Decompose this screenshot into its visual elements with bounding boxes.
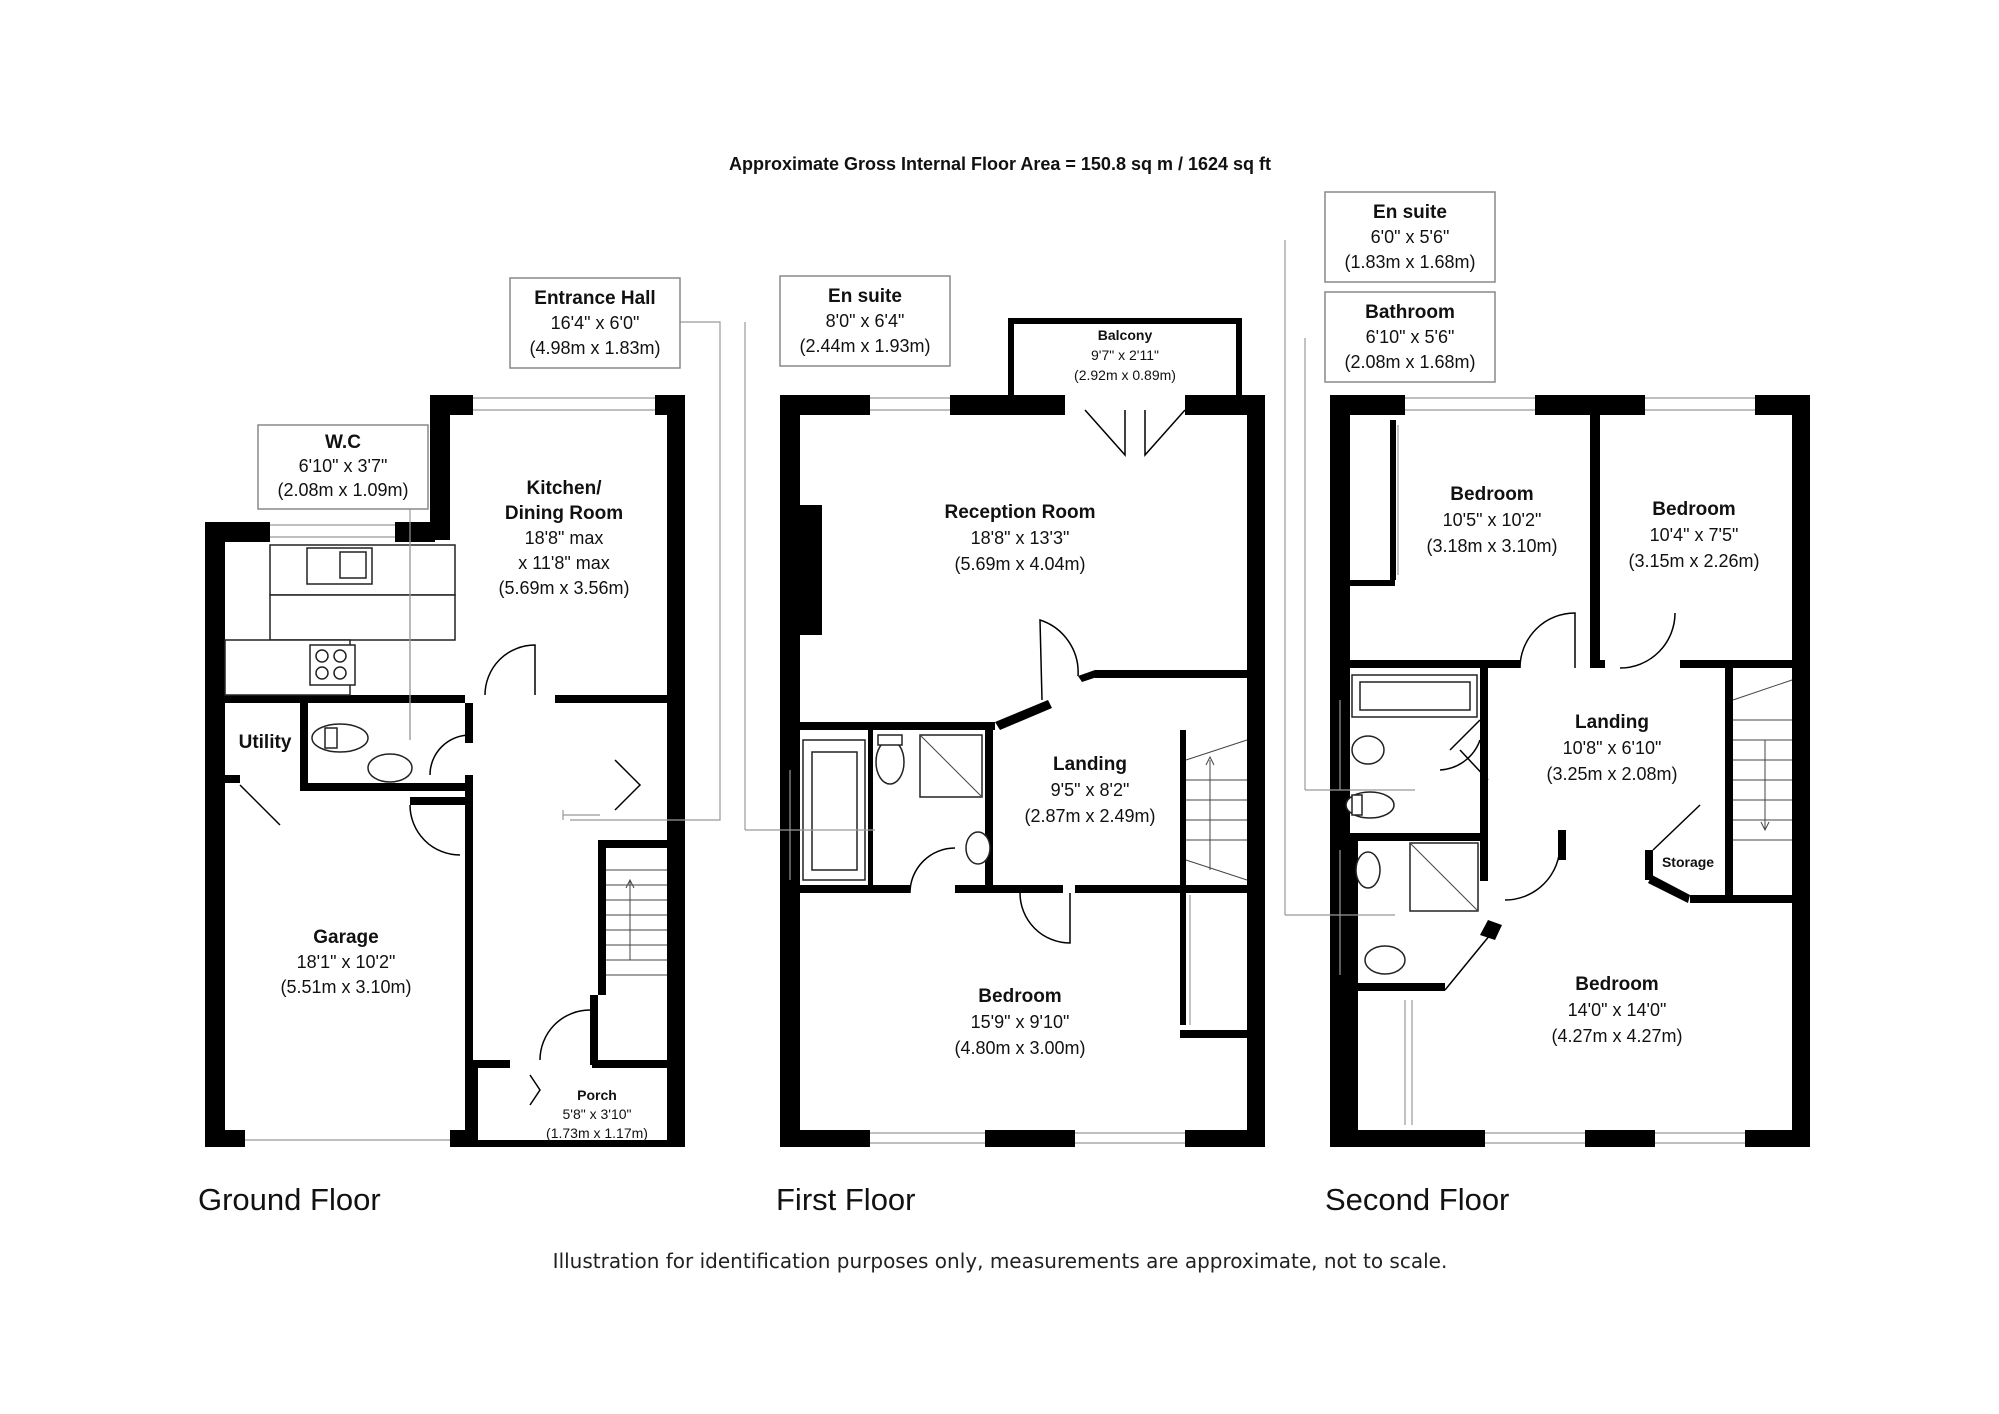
kitchen-metric: (5.69m x 3.56m) — [498, 578, 629, 598]
bedroom-2b-name: Bedroom — [1652, 499, 1735, 520]
ground-floor-title: Ground Floor — [198, 1182, 381, 1217]
bedroom-first-imperial: 15'9" x 9'10" — [971, 1012, 1070, 1032]
bedroom-2c-metric: (4.27m x 4.27m) — [1551, 1026, 1682, 1046]
ensuite-second-metric: (1.83m x 1.68m) — [1344, 252, 1475, 272]
balcony-metric: (2.92m x 0.89m) — [1074, 367, 1176, 383]
bedroom-2c-name: Bedroom — [1575, 974, 1658, 995]
porch-imperial: 5'8" x 3'10" — [563, 1106, 632, 1122]
bedroom-2b-metric: (3.15m x 2.26m) — [1628, 551, 1759, 571]
landing-second-name: Landing — [1575, 712, 1649, 733]
balcony-name: Balcony — [1098, 327, 1153, 343]
ensuite-second-name: En suite — [1373, 202, 1447, 223]
garage-metric: (5.51m x 3.10m) — [280, 977, 411, 997]
bedroom-2a-imperial: 10'5" x 10'2" — [1443, 510, 1542, 530]
bathroom-metric: (2.08m x 1.68m) — [1344, 352, 1475, 372]
entrance-hall-imperial: 16'4" x 6'0" — [551, 313, 640, 333]
bedroom-2a-metric: (3.18m x 3.10m) — [1426, 536, 1557, 556]
kitchen-name-line1: Kitchen/ — [527, 478, 603, 499]
ground-stairs — [606, 869, 667, 976]
garage-imperial: 18'1" x 10'2" — [297, 952, 396, 972]
second-floor-plan: En suite 6'0" x 5'6" (1.83m x 1.68m) Bat… — [1284, 191, 1810, 1217]
ensuite-first-name: En suite — [828, 286, 902, 307]
bathroom-imperial: 6'10" x 5'6" — [1366, 327, 1455, 347]
bedroom-2a-name: Bedroom — [1450, 484, 1533, 505]
bedroom-first-name: Bedroom — [978, 986, 1061, 1007]
floor-area-header: Approximate Gross Internal Floor Area = … — [729, 154, 1271, 174]
reception-imperial: 18'8" x 13'3" — [971, 528, 1070, 548]
reception-metric: (5.69m x 4.04m) — [954, 554, 1085, 574]
wc-metric: (2.08m x 1.09m) — [277, 480, 408, 500]
ensuite-second-imperial: 6'0" x 5'6" — [1371, 227, 1450, 247]
second-stairs — [1732, 679, 1793, 841]
bedroom-first-metric: (4.80m x 3.00m) — [954, 1038, 1085, 1058]
ground-floor-plan: Entrance Hall 16'4" x 6'0" (4.98m x 1.83… — [198, 277, 721, 1217]
wc-name: W.C — [325, 432, 361, 453]
first-floor-title: First Floor — [776, 1182, 916, 1217]
bathroom-name: Bathroom — [1365, 302, 1455, 323]
disclaimer: Illustration for identification purposes… — [553, 1249, 1448, 1273]
bedroom-2c-imperial: 14'0" x 14'0" — [1568, 1000, 1667, 1020]
wc-imperial: 6'10" x 3'7" — [299, 456, 388, 476]
storage-name: Storage — [1662, 854, 1714, 870]
entrance-hall-metric: (4.98m x 1.83m) — [529, 338, 660, 358]
first-stairs — [1185, 739, 1248, 881]
landing-first-name: Landing — [1053, 754, 1127, 775]
landing-second-metric: (3.25m x 2.08m) — [1546, 764, 1677, 784]
ensuite-first-imperial: 8'0" x 6'4" — [826, 311, 905, 331]
bedroom-2b-imperial: 10'4" x 7'5" — [1650, 525, 1739, 545]
landing-first-imperial: 9'5" x 8'2" — [1051, 780, 1130, 800]
garage-name: Garage — [313, 927, 378, 948]
landing-first-metric: (2.87m x 2.49m) — [1024, 806, 1155, 826]
reception-name: Reception Room — [945, 502, 1096, 523]
utility-name: Utility — [239, 732, 292, 753]
first-floor-plan: En suite 8'0" x 6'4" (2.44m x 1.93m) Bal… — [744, 275, 1265, 1217]
kitchen-name-line2: Dining Room — [505, 503, 623, 524]
landing-second-imperial: 10'8" x 6'10" — [1563, 738, 1662, 758]
porch-name: Porch — [577, 1087, 617, 1103]
kitchen-imperial-line2: x 11'8" max — [518, 553, 610, 573]
kitchen-imperial-line1: 18'8" max — [525, 528, 604, 548]
entrance-hall-name: Entrance Hall — [534, 288, 655, 309]
ensuite-first-metric: (2.44m x 1.93m) — [799, 336, 930, 356]
porch-metric: (1.73m x 1.17m) — [546, 1125, 648, 1141]
second-floor-title: Second Floor — [1325, 1182, 1509, 1217]
balcony-imperial: 9'7" x 2'11" — [1091, 347, 1159, 363]
